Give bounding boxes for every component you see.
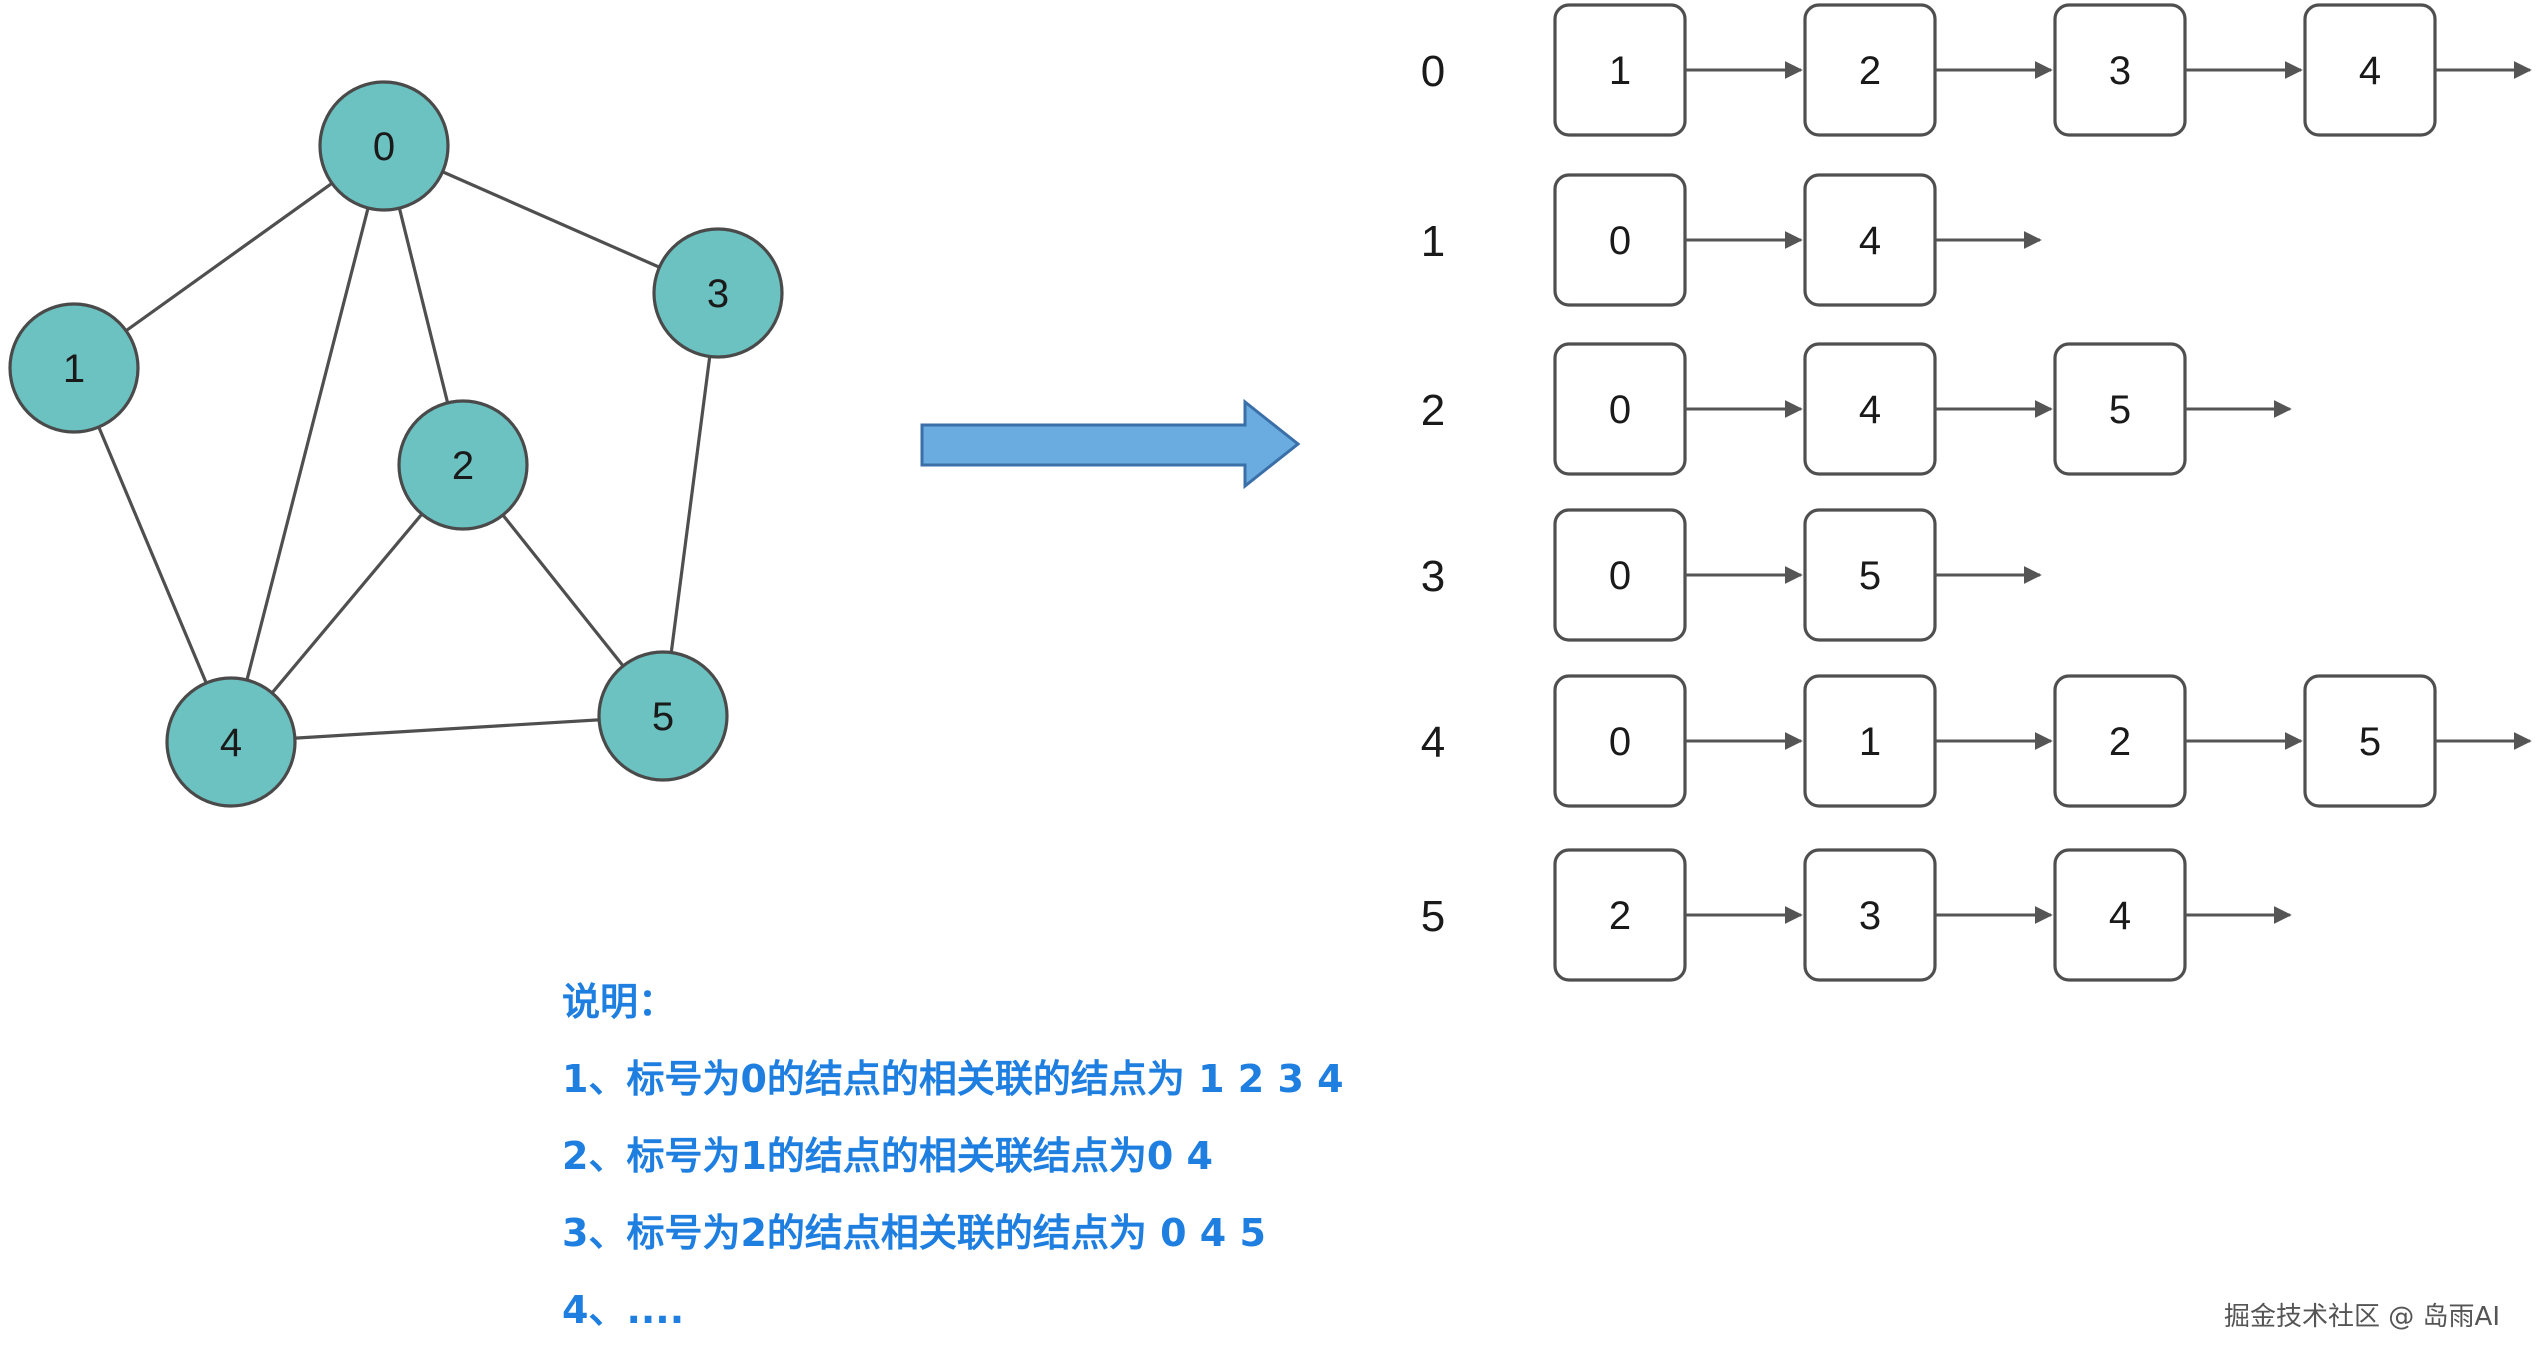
node-label: 1 xyxy=(63,347,85,391)
graph-node-4: 4 xyxy=(165,676,297,808)
adj-node-label: 4 xyxy=(1859,388,1881,432)
adj-row-label: 4 xyxy=(1421,718,1445,767)
adj-node: 5 xyxy=(1803,508,1937,642)
node-circle xyxy=(165,676,297,808)
graph-edges xyxy=(72,144,720,744)
node-circle xyxy=(652,227,784,359)
adj-node-label: 0 xyxy=(1609,554,1631,598)
adj-node-label: 1 xyxy=(1859,720,1881,764)
adj-node-label: 2 xyxy=(2109,720,2131,764)
adj-node-label: 2 xyxy=(1859,49,1881,93)
adj-node: 0 xyxy=(1553,342,1687,476)
edge-4-5 xyxy=(230,714,664,744)
adj-node: 2 xyxy=(1553,848,1687,982)
adj-row-0: 0 1 2 3 4 xyxy=(1421,3,2532,137)
adj-node: 2 xyxy=(1803,3,1937,137)
adj-row-label: 3 xyxy=(1421,552,1445,601)
adj-node-label: 3 xyxy=(1859,894,1881,938)
adj-node: 4 xyxy=(1803,342,1937,476)
edge-3-5 xyxy=(661,292,720,717)
adj-node: 0 xyxy=(1553,173,1687,307)
adj-node: 4 xyxy=(1803,173,1937,307)
notes: 说明： 1、标号为0的结点的相关联的结点为 1 2 3 4 2、标号为1的结点的… xyxy=(562,964,1344,1349)
graph-node-1: 1 xyxy=(8,302,140,434)
adj-node-label: 0 xyxy=(1609,720,1631,764)
adj-row-label: 5 xyxy=(1421,892,1445,941)
note-line-4: 4、.... xyxy=(562,1288,685,1332)
adj-row-3: 3 0 5 xyxy=(1421,508,2042,642)
watermark: 掘金技术社区 @ 岛雨AI xyxy=(2224,1302,2500,1332)
note-line-1: 1、标号为0的结点的相关联的结点为 1 2 3 4 xyxy=(562,1057,1344,1101)
adj-node: 3 xyxy=(2053,3,2187,137)
node-label: 0 xyxy=(373,125,395,169)
adj-node-label: 1 xyxy=(1609,49,1631,93)
adj-node-label: 2 xyxy=(1609,894,1631,938)
adj-node: 0 xyxy=(1553,508,1687,642)
graph-node-5: 5 xyxy=(597,650,729,782)
adj-node-label: 5 xyxy=(1859,554,1881,598)
node-label: 2 xyxy=(452,444,474,488)
graph-node-2: 2 xyxy=(397,399,529,531)
note-line-3: 3、标号为2的结点相关联的结点为 0 4 5 xyxy=(562,1211,1266,1255)
adj-node-label: 3 xyxy=(2109,49,2131,93)
node-circle xyxy=(597,650,729,782)
node-circle xyxy=(318,80,450,212)
adj-node: 4 xyxy=(2303,3,2437,137)
adj-row-label: 1 xyxy=(1421,217,1445,266)
adj-row-5: 5 2 3 4 xyxy=(1421,848,2292,982)
graph-node-0: 0 xyxy=(318,80,450,212)
adj-row-4: 4 0 1 2 5 xyxy=(1421,674,2532,808)
adj-node: 0 xyxy=(1553,674,1687,808)
node-label: 4 xyxy=(220,721,242,765)
adj-node-label: 5 xyxy=(2109,388,2131,432)
adj-node-label: 4 xyxy=(2109,894,2131,938)
adj-row-1: 1 0 4 xyxy=(1421,173,2042,307)
adj-node: 2 xyxy=(2053,674,2187,808)
node-circle xyxy=(397,399,529,531)
note-line-2: 2、标号为1的结点的相关联结点为0 4 xyxy=(562,1134,1213,1178)
node-label: 5 xyxy=(652,695,674,739)
adj-node-label: 4 xyxy=(2359,49,2381,93)
node-label: 3 xyxy=(707,272,729,316)
adj-node-label: 4 xyxy=(1859,219,1881,263)
adj-row-label: 0 xyxy=(1421,47,1445,96)
adj-node: 4 xyxy=(2053,848,2187,982)
edge-0-4 xyxy=(229,145,386,743)
edge-1-4 xyxy=(72,367,233,743)
adj-node: 1 xyxy=(1553,3,1687,137)
adj-row-label: 2 xyxy=(1421,386,1445,435)
node-circle xyxy=(8,302,140,434)
transform-arrow xyxy=(920,398,1301,490)
adj-node-label: 0 xyxy=(1609,219,1631,263)
adj-node: 5 xyxy=(2053,342,2187,476)
adj-node-label: 5 xyxy=(2359,720,2381,764)
adj-node: 3 xyxy=(1803,848,1937,982)
graph-nodes: 0 1 2 3 4 5 xyxy=(8,80,784,808)
notes-heading: 说明： xyxy=(562,980,677,1024)
adj-node: 1 xyxy=(1803,674,1937,808)
adj-node: 5 xyxy=(2303,674,2437,808)
graph-node-3: 3 xyxy=(652,227,784,359)
adj-node-label: 0 xyxy=(1609,388,1631,432)
